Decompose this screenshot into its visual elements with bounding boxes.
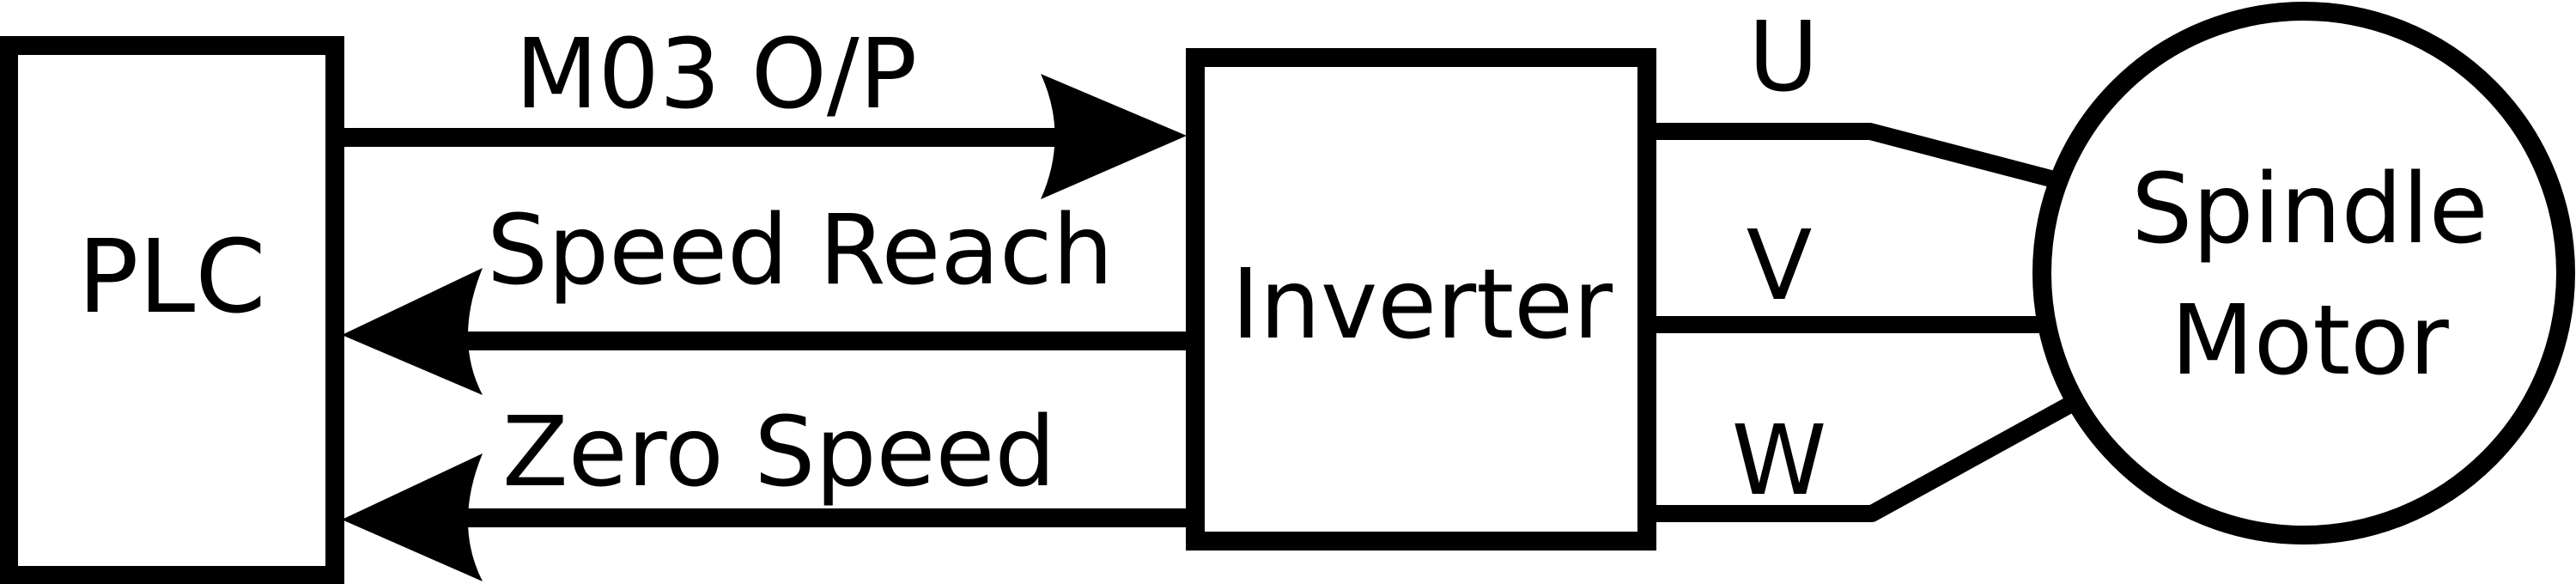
m03-signal-label: M03 O/P xyxy=(515,19,917,131)
plc-block xyxy=(0,36,344,584)
motor-label-line1: Spindle xyxy=(2131,154,2488,265)
zero-speed-arrowhead xyxy=(342,453,483,581)
phase-w-label: W xyxy=(1732,405,1827,517)
plc-label: PLC xyxy=(77,217,265,336)
phase-v-label: V xyxy=(1747,210,1813,322)
speed-reach-signal-label: Speed Reach xyxy=(487,195,1114,307)
inverter-label: Inverter xyxy=(1231,249,1613,361)
spindle-motor-circle xyxy=(2032,2,2575,544)
motor-label-line2: Motor xyxy=(2171,285,2450,397)
m03-arrowhead xyxy=(1041,74,1187,199)
zero-speed-signal-label: Zero Speed xyxy=(502,397,1055,508)
phase-u-label: U xyxy=(1748,2,1819,113)
phase-u-wire xyxy=(1647,123,2060,189)
phase-w-wire xyxy=(1647,392,2082,522)
speed-reach-arrowhead xyxy=(342,268,483,395)
inverter-block xyxy=(1186,48,1656,551)
